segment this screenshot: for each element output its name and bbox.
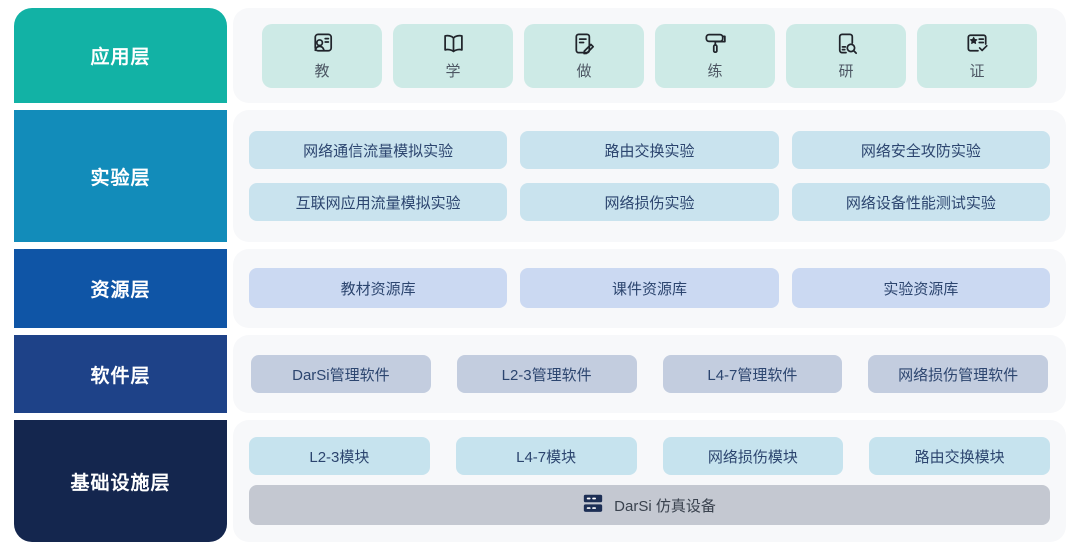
simulation-device-bar: DarSi 仿真设备 xyxy=(249,485,1050,525)
module-items: L2-3模块 L4-7模块 网络损伤模块 路由交换模块 xyxy=(249,437,1050,475)
module-item: L4-7模块 xyxy=(455,437,637,475)
app-item-label: 教 xyxy=(314,63,330,80)
module-item: 路由交换模块 xyxy=(869,437,1050,475)
simulation-device-label: DarSi 仿真设备 xyxy=(614,497,716,515)
app-item-label: 练 xyxy=(707,63,723,80)
module-item: L2-3模块 xyxy=(249,437,430,475)
teacher-card-icon xyxy=(309,30,336,57)
layer-label-resource: 资源层 xyxy=(14,249,227,328)
layer-label-text: 基础设施层 xyxy=(70,472,171,494)
module-item: 网络损伤模块 xyxy=(662,437,844,475)
server-stack-icon xyxy=(583,494,603,517)
resource-item: 课件资源库 xyxy=(520,268,779,308)
app-item-research: 研 xyxy=(786,23,906,88)
software-item: DarSi管理软件 xyxy=(251,355,431,393)
software-item: L2-3管理软件 xyxy=(456,355,637,393)
certificate-check-icon xyxy=(964,30,991,57)
experiment-item: 互联网应用流量模拟实验 xyxy=(249,183,508,221)
open-book-icon xyxy=(440,30,467,57)
layer-panel-infrastructure: L2-3模块 L4-7模块 网络损伤模块 路由交换模块 xyxy=(233,420,1066,542)
layer-row-resource: 资源层 教材资源库 课件资源库 实验资源库 xyxy=(14,249,1066,328)
layer-row-infrastructure: 基础设施层 L2-3模块 L4-7模块 网络损伤模块 路由交换模块 xyxy=(14,420,1066,542)
layer-panel-experiment: 网络通信流量模拟实验 路由交换实验 网络安全攻防实验 互联网应用流量模拟实验 网… xyxy=(233,110,1066,242)
layer-label-infrastructure: 基础设施层 xyxy=(14,420,227,542)
document-pen-icon xyxy=(571,30,598,57)
layer-panel-software: DarSi管理软件 L2-3管理软件 L4-7管理软件 网络损伤管理软件 xyxy=(233,335,1066,413)
app-item-learn: 学 xyxy=(393,23,513,88)
layer-label-experiment: 实验层 xyxy=(14,110,227,242)
experiment-items: 网络通信流量模拟实验 路由交换实验 网络安全攻防实验 互联网应用流量模拟实验 网… xyxy=(233,110,1066,242)
app-item-label: 研 xyxy=(838,63,854,80)
app-item-practice: 练 xyxy=(655,23,775,88)
software-item: L4-7管理软件 xyxy=(662,355,843,393)
experiment-item: 路由交换实验 xyxy=(520,131,779,169)
experiment-item: 网络通信流量模拟实验 xyxy=(249,131,508,169)
resource-item: 实验资源库 xyxy=(791,268,1050,308)
layer-row-application: 应用层 教 xyxy=(14,8,1066,103)
software-item: 网络损伤管理软件 xyxy=(868,355,1048,393)
app-item-certify: 证 xyxy=(917,23,1037,88)
layer-panel-application: 教 学 xyxy=(233,8,1066,103)
app-item-label: 学 xyxy=(445,63,461,80)
layer-label-text: 应用层 xyxy=(90,47,151,68)
app-item-label: 做 xyxy=(576,63,592,80)
layer-label-text: 资源层 xyxy=(90,280,151,301)
experiment-item: 网络安全攻防实验 xyxy=(791,131,1050,169)
app-item-teach: 教 xyxy=(262,23,382,88)
paint-roller-icon xyxy=(702,30,729,57)
layer-row-software: 软件层 DarSi管理软件 L2-3管理软件 L4-7管理软件 网络损伤管理软件 xyxy=(14,335,1066,413)
app-item-do: 做 xyxy=(524,23,644,88)
layer-row-experiment: 实验层 网络通信流量模拟实验 路由交换实验 网络安全攻防实验 互联网应用流量模拟… xyxy=(14,110,1066,242)
experiment-item: 网络损伤实验 xyxy=(520,183,779,221)
resource-item: 教材资源库 xyxy=(249,268,508,308)
software-items: DarSi管理软件 L2-3管理软件 L4-7管理软件 网络损伤管理软件 xyxy=(233,335,1066,413)
resource-items: 教材资源库 课件资源库 实验资源库 xyxy=(233,249,1066,328)
layer-panel-resource: 教材资源库 课件资源库 实验资源库 xyxy=(233,249,1066,328)
layer-label-text: 软件层 xyxy=(90,365,151,387)
application-items: 教 学 xyxy=(233,8,1066,103)
app-item-label: 证 xyxy=(969,63,985,80)
layer-label-text: 实验层 xyxy=(90,167,151,189)
layer-label-application: 应用层 xyxy=(14,8,227,103)
layer-label-software: 软件层 xyxy=(14,335,227,413)
infrastructure-items: L2-3模块 L4-7模块 网络损伤模块 路由交换模块 xyxy=(233,420,1066,542)
experiment-item: 网络设备性能测试实验 xyxy=(791,183,1050,221)
book-magnifier-icon xyxy=(833,30,860,57)
